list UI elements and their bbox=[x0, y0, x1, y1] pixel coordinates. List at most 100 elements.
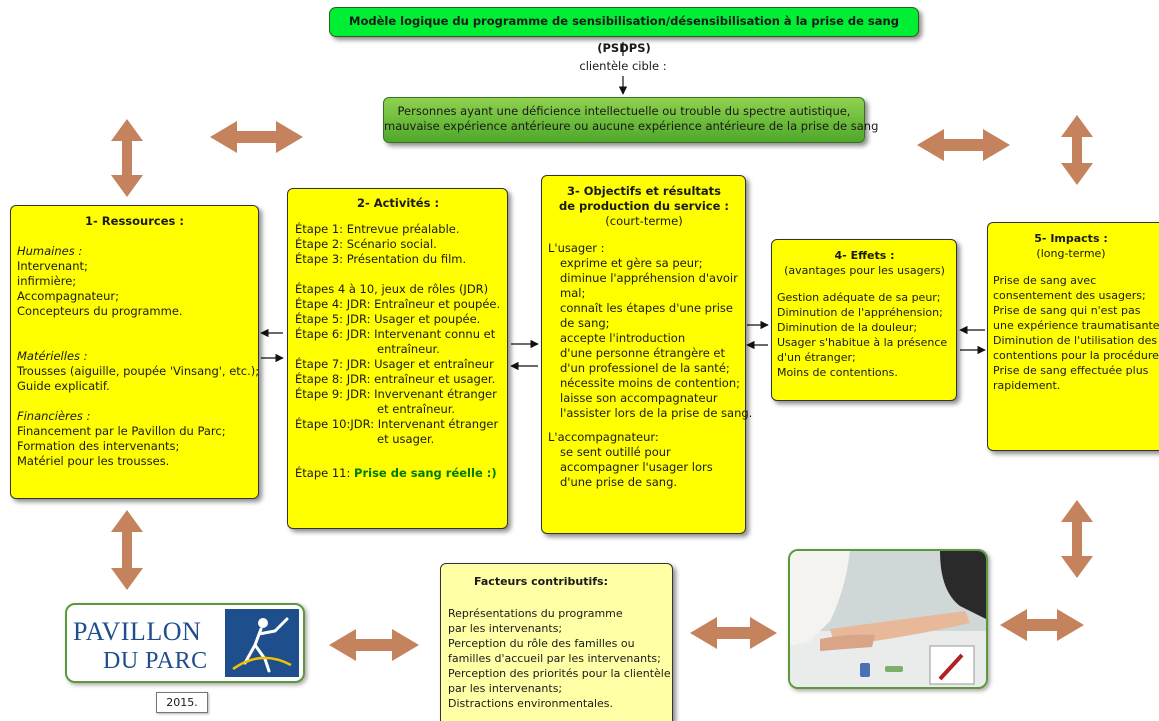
diagram-title: Modèle logique du programme de sensibili… bbox=[329, 7, 919, 55]
impacts-line: Prise de sang avec bbox=[993, 274, 1097, 287]
resources-human-item: Accompagnateur; bbox=[17, 289, 120, 303]
effects-line: d'un étranger; bbox=[777, 351, 856, 364]
impacts-box: 5- Impacts : (long-terme) Prise de sang … bbox=[987, 222, 1159, 451]
impacts-line: Diminution de l'utilisation des bbox=[993, 334, 1158, 347]
resources-heading: 1- Ressources : bbox=[85, 214, 184, 228]
objectives-companion-line: se sent outillé pour bbox=[560, 445, 671, 459]
objectives-user-line: mal; bbox=[560, 286, 586, 300]
activities-heading: 2- Activités : bbox=[356, 196, 440, 210]
objectives-heading-1: 3- Objectifs et résultats bbox=[567, 184, 721, 198]
logo-figure-icon bbox=[232, 617, 292, 673]
effects-line: Diminution de la douleur; bbox=[777, 321, 918, 334]
double-arrow-impacts-top bbox=[1061, 115, 1093, 185]
objectives-heading-2: de production du service : bbox=[558, 199, 729, 213]
impacts-heading: 5- Impacts : bbox=[1034, 232, 1108, 245]
impacts-line: consentement des usagers; bbox=[993, 289, 1146, 302]
objectives-companion-line: d'une prise de sang. bbox=[560, 475, 678, 489]
factors-heading: Facteurs contributifs: bbox=[474, 575, 608, 588]
activity-step: Étape 10:JDR: Intervenant étranger bbox=[295, 417, 499, 431]
resources-material-item: Guide explicatif. bbox=[17, 379, 110, 393]
resources-human-item: Intervenant; bbox=[17, 259, 88, 273]
double-arrow-photo-right bbox=[1000, 609, 1084, 641]
resources-financial-title: Financières : bbox=[17, 409, 91, 423]
effects-box: 4- Effets : (avantages pour les usagers)… bbox=[771, 239, 957, 401]
double-arrow-target-left bbox=[210, 121, 303, 153]
factors-line: Distractions environmentales. bbox=[448, 697, 614, 710]
effects-line: Moins de contentions. bbox=[777, 366, 898, 379]
effects-line: Diminution de l'appréhension; bbox=[777, 306, 943, 319]
impacts-line: une expérience traumatisante; bbox=[993, 319, 1159, 332]
effects-line: Gestion adéquate de sa peur; bbox=[777, 291, 941, 304]
double-arrow-resources-top bbox=[111, 119, 143, 197]
resources-material-title: Matérielles : bbox=[17, 349, 88, 363]
effects-line: Usager s'habitue à la présence bbox=[777, 336, 948, 349]
year-label: 2015. bbox=[156, 692, 208, 713]
target-box: Personnes ayant une déficience intellect… bbox=[383, 97, 879, 143]
objectives-user-line: exprime et gère sa peur; bbox=[560, 256, 703, 270]
activity-step11-prefix: Étape 11: bbox=[295, 466, 355, 480]
objectives-user-line: connaît les étapes d'une prise bbox=[560, 301, 733, 315]
impacts-line: Prise de sang qui n'est pas bbox=[993, 304, 1141, 317]
blood-draw-photo bbox=[788, 549, 988, 689]
effects-heading: 4- Effets : bbox=[834, 249, 895, 262]
activity-step: Étape 8: JDR: entraîneur et usager. bbox=[295, 372, 496, 386]
resources-material-item: Trousses (aiguille, poupée 'Vinsang', et… bbox=[17, 364, 260, 378]
double-arrow-impacts-bottom bbox=[1061, 500, 1093, 578]
activity-step: Étape 1: Entrevue préalable. bbox=[295, 222, 460, 236]
objectives-user-line: d'un professionel de la santé; bbox=[560, 361, 730, 375]
objectives-user-line: laisse son accompagnateur bbox=[560, 391, 718, 405]
target-line-1: Personnes ayant une déficience intellect… bbox=[397, 104, 851, 118]
objectives-box: 3- Objectifs et résultats de production … bbox=[541, 175, 752, 534]
objectives-user-title: L'usager : bbox=[548, 241, 605, 255]
activity-step: Étape 4: JDR: Entraîneur et poupée. bbox=[295, 297, 501, 311]
blood-draw-illustration bbox=[790, 551, 986, 687]
activity-step: Étapes 4 à 10, jeux de rôles (JDR) bbox=[295, 282, 489, 296]
factors-line: familles d'accueil par les intervenants; bbox=[448, 652, 661, 665]
factors-line: Représentations du programme bbox=[448, 607, 623, 620]
activity-step11-highlight: Prise de sang réelle :) bbox=[354, 466, 497, 480]
activity-step-continued: et usager. bbox=[377, 432, 435, 446]
logo-text-line-2: DU PARC bbox=[103, 648, 208, 674]
factors-line: Perception du rôle des familles ou bbox=[448, 637, 635, 650]
resources-human-item: Concepteurs du programme. bbox=[17, 304, 183, 318]
activity-step: Étape 7: JDR: Usager et entraîneur bbox=[295, 357, 494, 371]
activity-step: Étape 9: JDR: Invervenant étranger bbox=[295, 387, 497, 401]
objectives-user-line: de sang; bbox=[560, 316, 610, 330]
double-arrow-factors-photo bbox=[690, 617, 777, 649]
activity-step-continued: et entraîneur. bbox=[377, 402, 456, 416]
activity-step-continued: entraîneur. bbox=[377, 342, 440, 356]
logo-emblem bbox=[225, 609, 299, 677]
target-line-2: mauvaise expérience antérieure ou aucune… bbox=[384, 119, 879, 133]
activity-step: Étape 6: JDR: Intervenant connu et bbox=[295, 327, 496, 341]
objectives-user-line: d'une personne étrangère et bbox=[560, 346, 726, 360]
objectives-user-line: diminue l'appréhension d'avoir bbox=[560, 271, 738, 285]
activity-step: Étape 3: Présentation du film. bbox=[295, 252, 467, 266]
activity-step-final: Étape 11: Prise de sang réelle :) bbox=[295, 466, 501, 481]
impacts-sub: (long-terme) bbox=[1036, 247, 1106, 260]
resources-financial-item: Financement par le Pavillon du Parc; bbox=[17, 424, 226, 438]
resources-human-title: Humaines : bbox=[17, 244, 83, 258]
impacts-line: contentions pour la procédure; bbox=[993, 349, 1159, 362]
resources-financial-item: Matériel pour les trousses. bbox=[17, 454, 170, 468]
activity-step: Étape 2: Scénario social. bbox=[295, 237, 437, 251]
logo-text-line-1: PAVILLON bbox=[73, 617, 202, 646]
target-label: clientèle cible : bbox=[579, 59, 667, 73]
factors-line: par les intervenants; bbox=[448, 682, 563, 695]
factors-line: Perception des priorités pour la clientè… bbox=[448, 667, 671, 680]
factors-box: Facteurs contributifs: Représentations d… bbox=[440, 563, 673, 721]
effects-sub: (avantages pour les usagers) bbox=[784, 264, 945, 277]
resources-human-item: infirmière; bbox=[17, 274, 77, 288]
pavillon-logo: PAVILLON DU PARC bbox=[65, 603, 305, 683]
objectives-companion-line: accompagner l'usager lors bbox=[560, 460, 713, 474]
objectives-user-line: accepte l'introduction bbox=[560, 331, 686, 345]
objectives-term: (court-terme) bbox=[605, 214, 683, 228]
double-arrow-target-right bbox=[917, 129, 1010, 161]
resources-box: 1- Ressources : Humaines : Intervenant; … bbox=[10, 205, 259, 499]
double-arrow-logo-factors bbox=[329, 629, 419, 661]
impacts-line: Prise de sang effectuée plus bbox=[993, 364, 1149, 377]
objectives-companion-title: L'accompagnateur: bbox=[548, 430, 659, 444]
factors-line: par les intervenants; bbox=[448, 622, 563, 635]
activity-step: Étape 5: JDR: Usager et poupée. bbox=[295, 312, 481, 326]
